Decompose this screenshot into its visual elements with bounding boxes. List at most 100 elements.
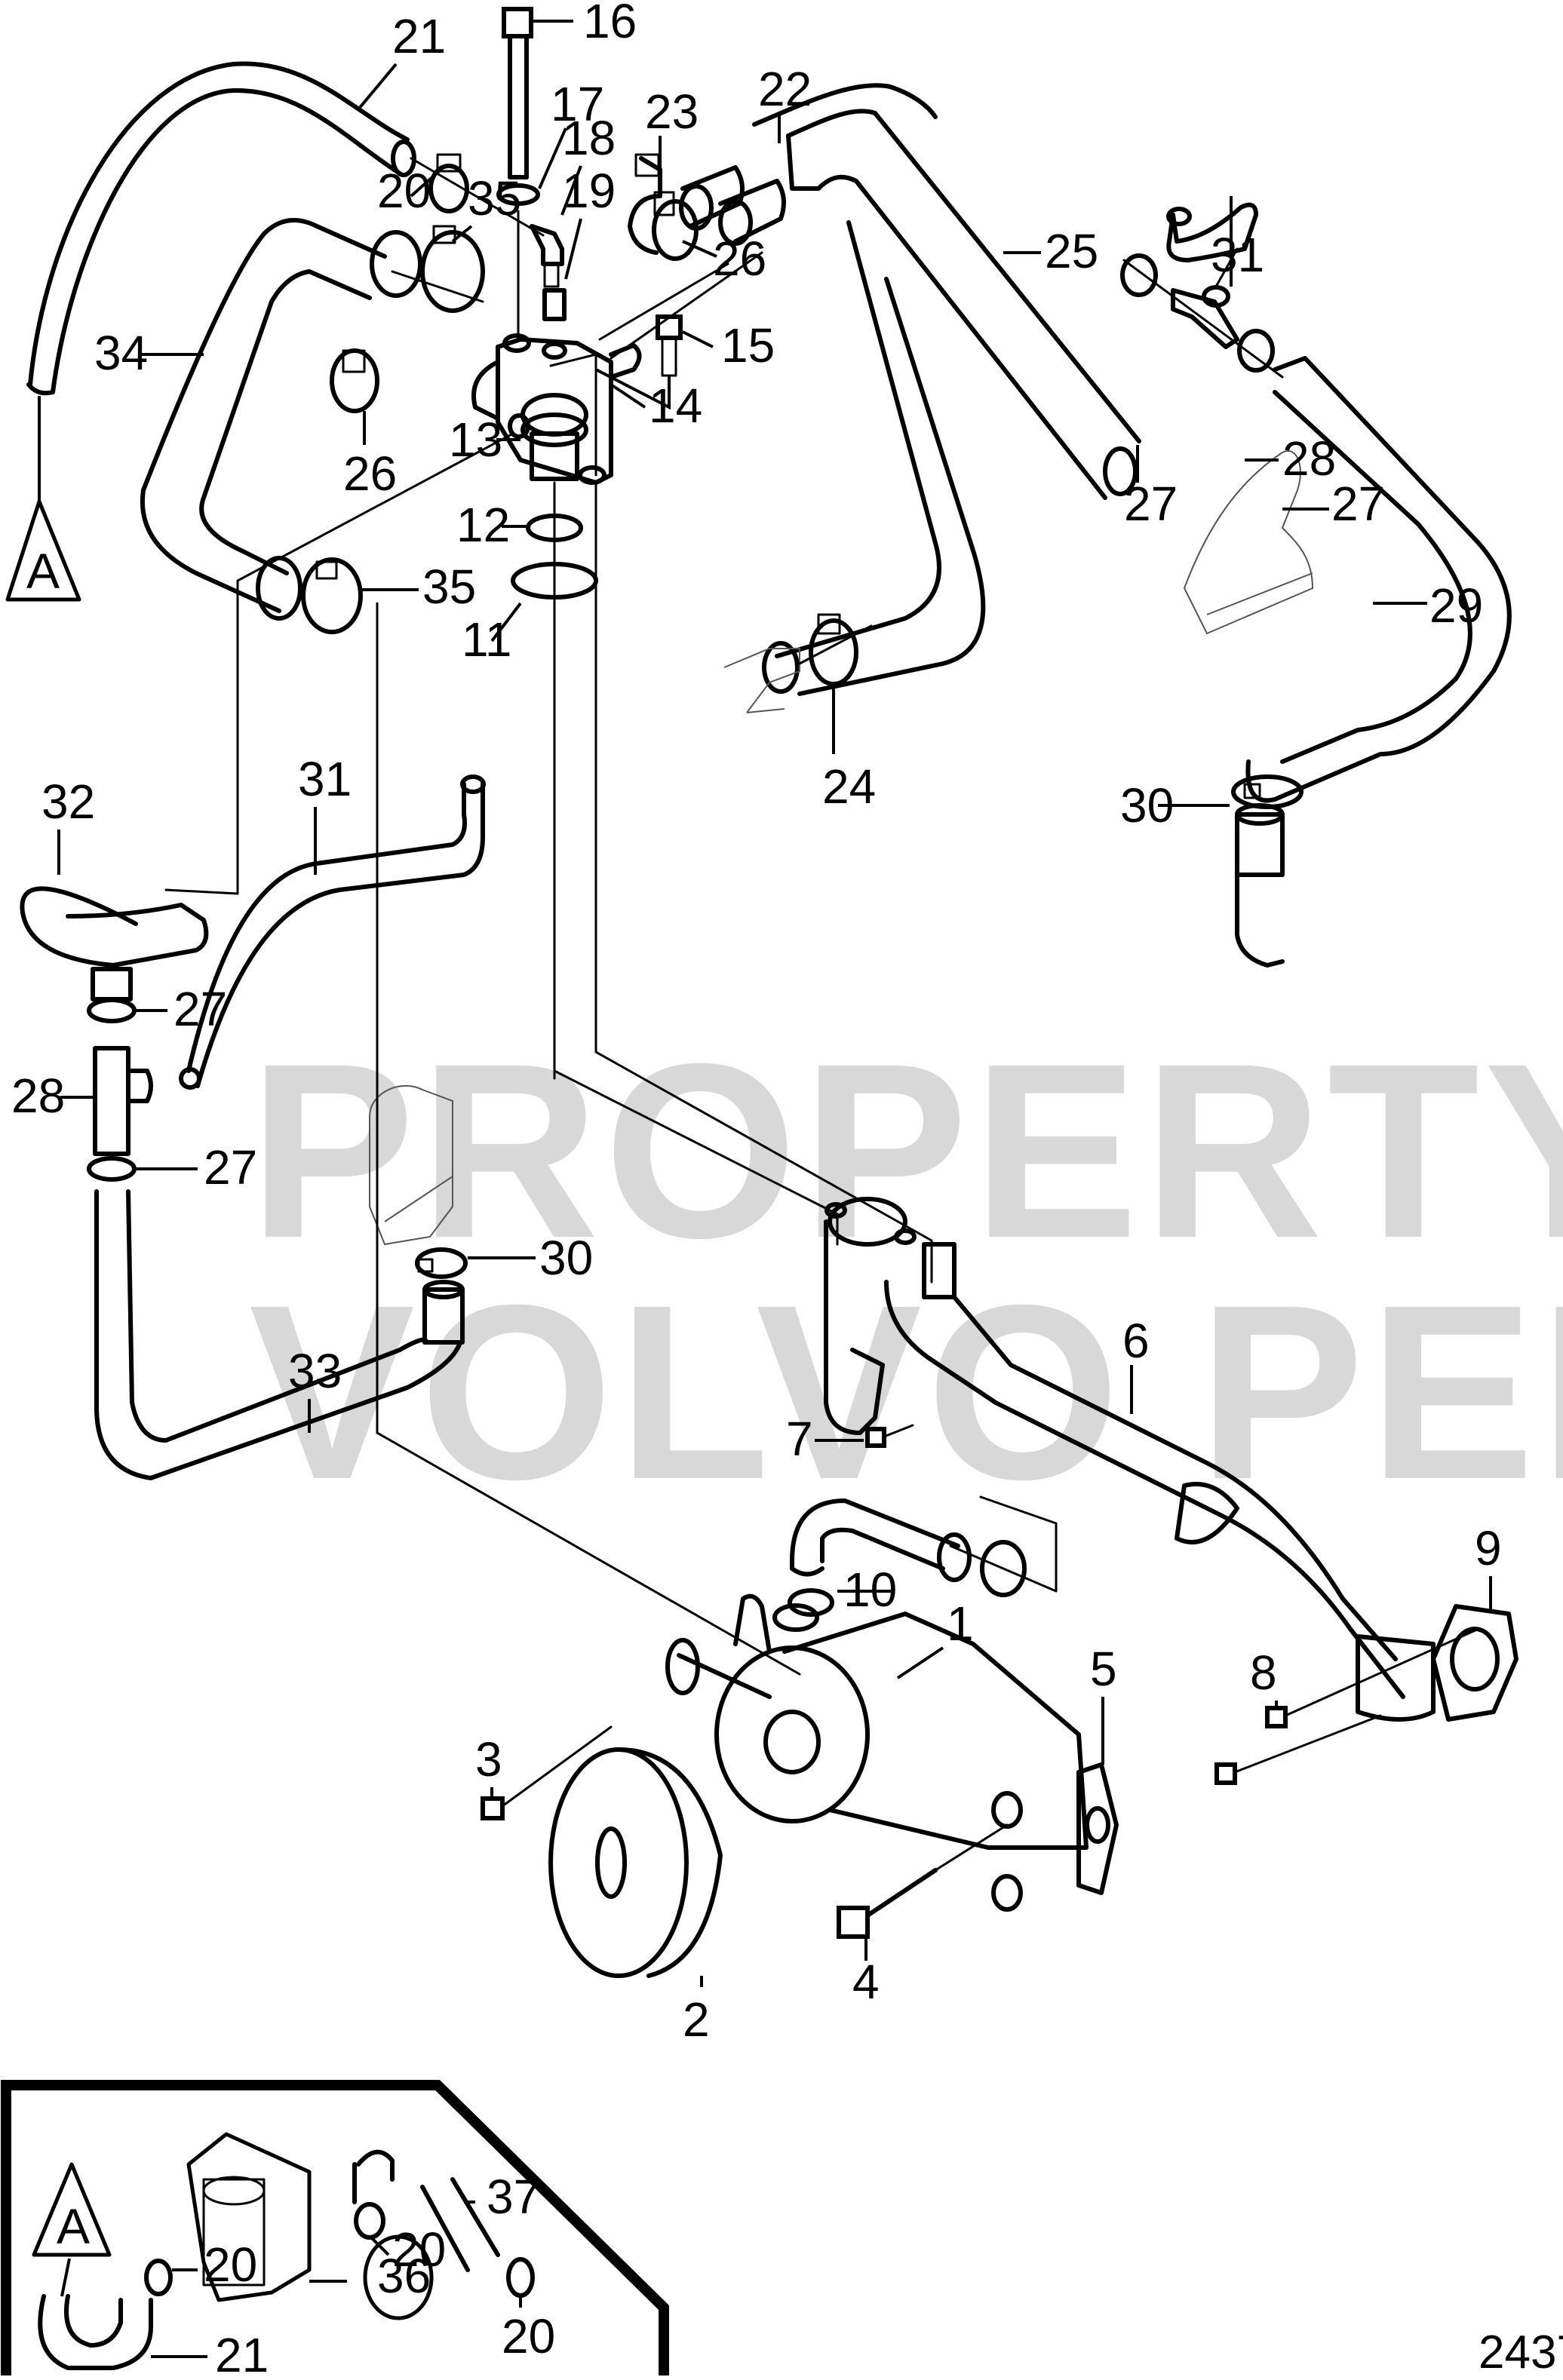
connector-marker-a: A (5, 396, 81, 602)
callout-number: 35 (468, 171, 521, 225)
hose-25[interactable] (752, 83, 1141, 696)
callout-labels: 1234567891011121314151617181920212223242… (11, 0, 1502, 2380)
callout-number: 18 (562, 111, 616, 165)
callout-o-ring-large: 11 (462, 602, 522, 667)
circulation-pump-36[interactable] (186, 2132, 312, 2302)
hose-29[interactable] (1245, 356, 1512, 803)
callout-long-bolt: 16 (532, 0, 637, 48)
callout-washer: 17 (538, 77, 604, 189)
bolt-7-lower[interactable] (1214, 1714, 1382, 1785)
clamp-27-l1[interactable] (87, 998, 137, 1023)
pump-bolt-4[interactable] (837, 1823, 1009, 1939)
thermostat-13[interactable] (520, 393, 588, 1080)
callout-number: 16 (583, 0, 637, 48)
tee-28-left[interactable] (93, 1046, 153, 1156)
water-pump-1[interactable] (665, 1593, 1089, 1912)
clamp-30-left[interactable] (415, 1247, 468, 1279)
water-pipe-6[interactable] (824, 1197, 1436, 1722)
callout-hose-34: 34 (94, 326, 204, 380)
callout-number: 29 (1429, 578, 1483, 633)
callout-number: 27 (204, 1140, 257, 1195)
callout-number: 23 (645, 84, 699, 139)
washer-17[interactable] (496, 183, 540, 206)
callout-leader-line (564, 218, 582, 280)
callout-leader-line (538, 127, 567, 189)
hose-34[interactable] (140, 218, 422, 621)
pulley-2[interactable] (548, 1747, 723, 1978)
callout-flange-gasket: 9 (1475, 1521, 1502, 1612)
exhaust-manifold-right (1183, 450, 1314, 635)
inset-marker-a-label: A (57, 2198, 90, 2254)
hose-31-left[interactable] (179, 774, 486, 1090)
flange-gasket-9[interactable] (1431, 1604, 1518, 1722)
callout-number: 17 (551, 77, 604, 131)
callout-number: 31 (1211, 228, 1264, 282)
callout-number: 28 (11, 1069, 65, 1123)
hose-33[interactable] (94, 1189, 462, 1480)
callout-thermostat: 13 (449, 413, 520, 467)
marker-a-label: A (26, 543, 60, 599)
exhaust-pipe-end (723, 648, 800, 713)
callout-water-pump: 1 (896, 1596, 974, 1679)
bolt-7-upper[interactable] (865, 1424, 914, 1448)
hose-stub-left[interactable] (422, 1280, 465, 1345)
callout-number: 5 (1090, 1642, 1117, 1696)
callout-number: 27 (1331, 477, 1385, 531)
inset-hose-37[interactable] (352, 2149, 500, 2272)
callout-number: 9 (1475, 1521, 1502, 1575)
callout-clamp-30-left: 30 (468, 1231, 593, 1285)
callout-leader-line (490, 602, 522, 643)
pulley-bolt-3[interactable] (481, 1725, 613, 1820)
callout-number: 10 (843, 1563, 897, 1617)
hose-21[interactable] (26, 61, 416, 396)
callout-leader-line (682, 240, 717, 258)
callout-number: 20 (502, 2309, 555, 2363)
callout-inset-clip-1: 20 (368, 2222, 446, 2277)
callout-o-ring-small: 12 (456, 498, 528, 552)
clamp-27-r1[interactable] (1120, 253, 1158, 297)
elbow-nipple-18[interactable] (530, 224, 564, 288)
clamp-10-upper[interactable] (980, 1540, 1027, 1597)
callout-number: 26 (713, 232, 766, 286)
clamp-35-lower[interactable] (301, 557, 363, 634)
callout-number: 31 (298, 752, 352, 806)
callout-clamp-35-upper: 35 (451, 171, 521, 243)
clamp-27-l2[interactable] (87, 1156, 137, 1182)
hose-connector-22[interactable] (679, 165, 786, 246)
housing-bolt-15[interactable] (595, 314, 683, 410)
clamp-26-left[interactable] (330, 348, 379, 413)
inset-hose-21[interactable] (38, 2294, 153, 2370)
callout-number: 37 (487, 2170, 540, 2224)
inset-clip-20-b[interactable] (506, 2257, 535, 2298)
pump-hose-10[interactable] (790, 1498, 972, 1582)
callout-inset-hose-21: 21 (151, 2328, 269, 2380)
inset-clip-20-a[interactable] (354, 2202, 385, 2240)
clamp-35-upper[interactable] (420, 225, 485, 313)
hose-stub-right[interactable] (1235, 803, 1285, 968)
pump-gasket-5[interactable] (1076, 1762, 1119, 1895)
callout-number: 2 (683, 1992, 710, 2047)
hose-31-right[interactable] (1166, 202, 1258, 262)
callout-number: 36 (377, 2249, 431, 2303)
inset-clip-20-c[interactable] (144, 2259, 173, 2296)
callout-leader-line (410, 164, 447, 198)
clamp-10-lower[interactable] (788, 1588, 834, 1617)
tee-28-right[interactable] (1171, 247, 1239, 349)
callout-inset-hose: 37 (464, 2170, 540, 2224)
callout-number: 13 (449, 413, 502, 467)
callout-number: 24 (822, 759, 876, 814)
callout-number: 20 (377, 164, 431, 218)
callout-number: 7 (786, 1412, 813, 1466)
clamp-27-r2[interactable] (1237, 329, 1275, 373)
callout-clamp-23: 23 (645, 84, 699, 170)
callout-number: 34 (94, 326, 148, 380)
callout-hose-29: 29 (1373, 578, 1483, 633)
inset-connector-marker-a: A (32, 2162, 112, 2297)
plug-19[interactable] (542, 288, 567, 321)
hose-clamp-24[interactable] (809, 613, 858, 686)
long-bolt-16[interactable] (502, 7, 533, 341)
hose-clip-20[interactable] (410, 153, 545, 237)
callout-number: 14 (649, 379, 702, 433)
callout-number: 21 (392, 9, 446, 63)
callout-number: 15 (721, 318, 775, 373)
